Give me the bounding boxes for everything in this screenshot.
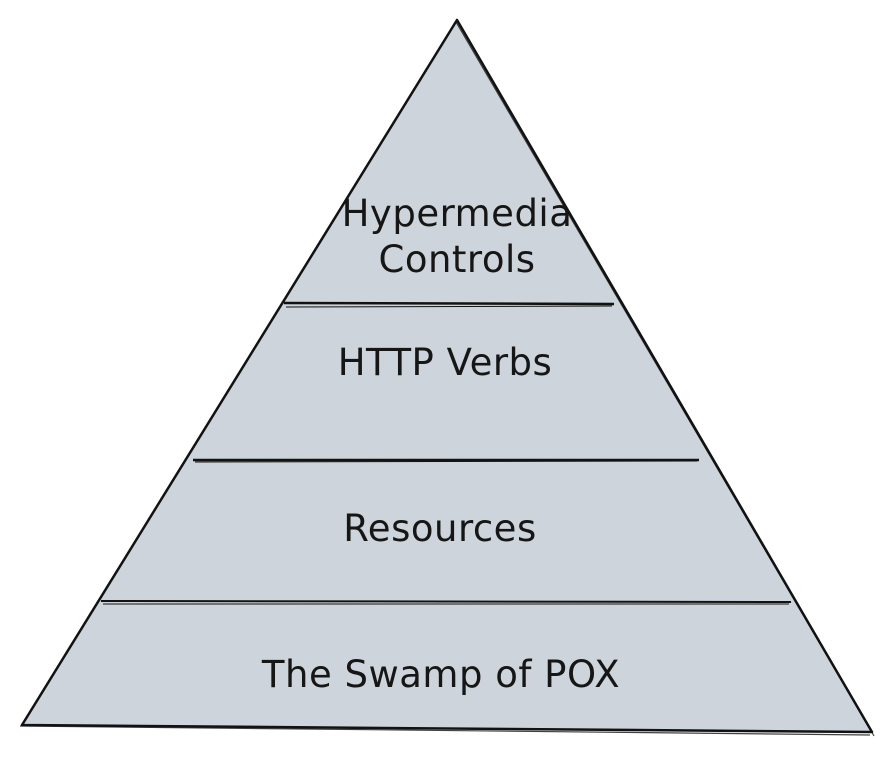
pyramid-outline-sketch [19, 21, 875, 737]
pyramid-body [20, 18, 874, 734]
divider-2-sketch [194, 460, 698, 463]
divider-1 [283, 301, 615, 306]
level-1-label-line-1: Hypermedia [342, 192, 573, 235]
divider-1-sketch [285, 305, 613, 308]
level-2-label: HTTP Verbs [338, 341, 553, 384]
level-1-label-line-2: Controls [378, 238, 535, 281]
level-4-label: The Swamp of POX [261, 653, 620, 696]
divider-3 [100, 600, 792, 603]
level-3-label: Resources [343, 507, 536, 550]
